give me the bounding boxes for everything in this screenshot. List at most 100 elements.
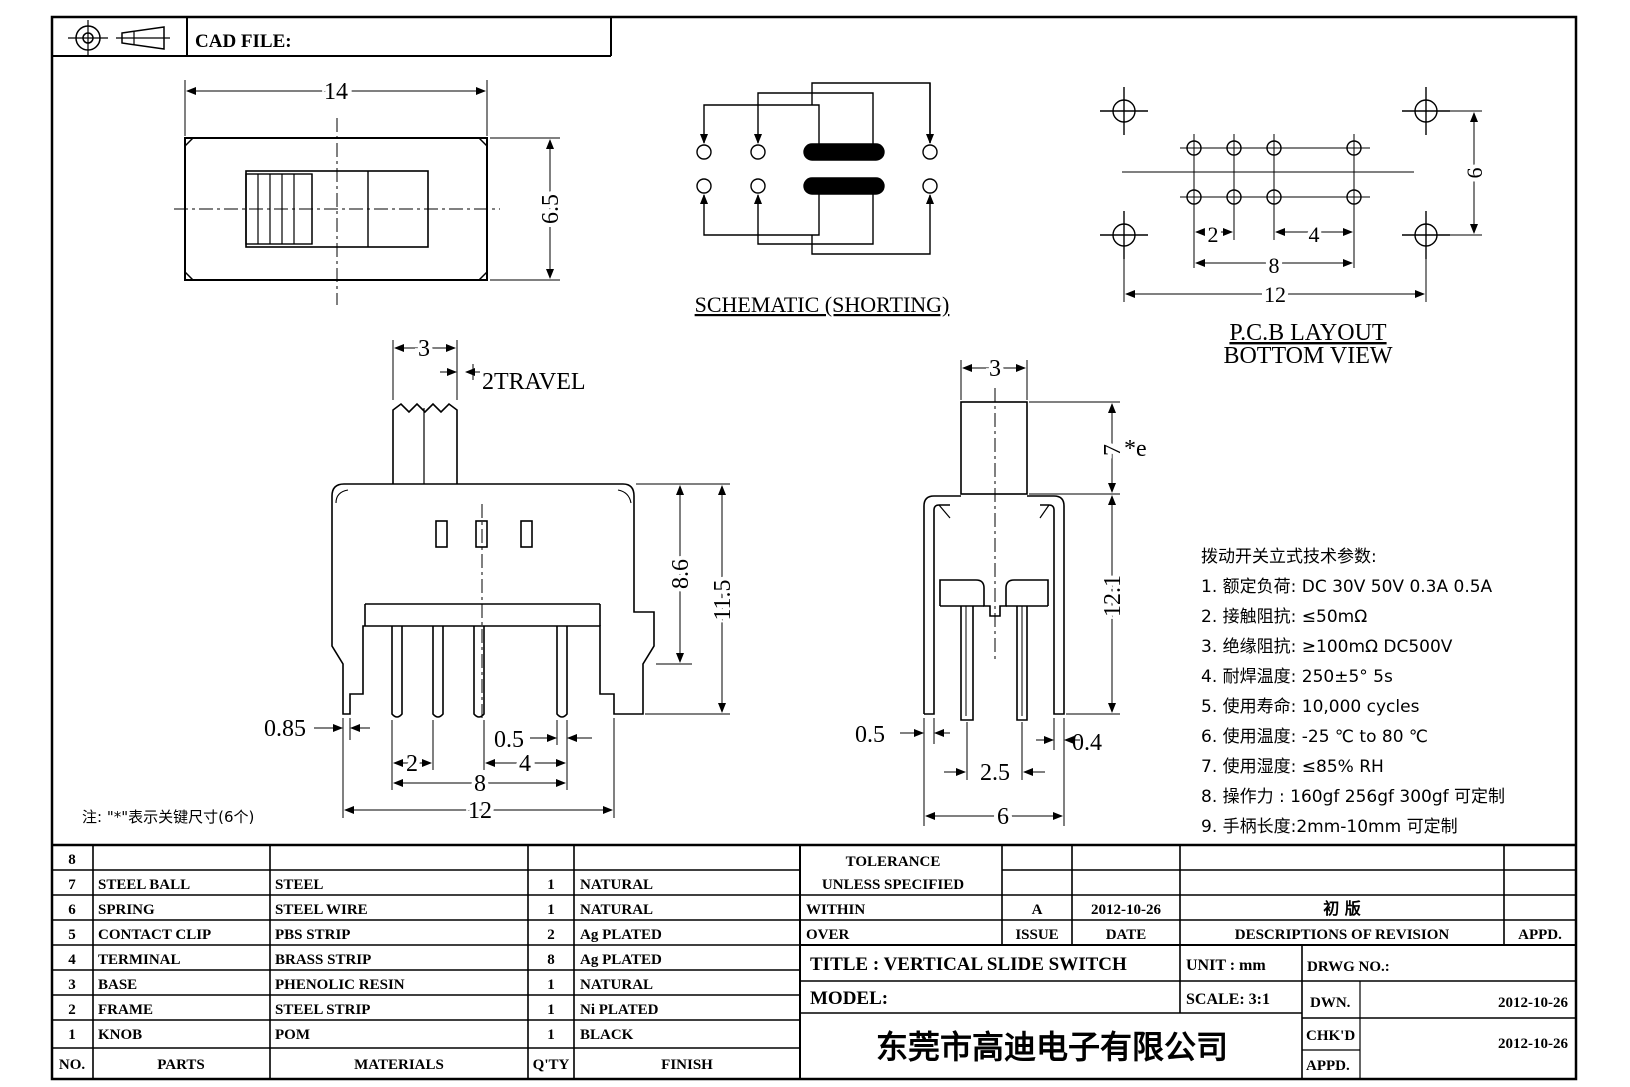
spec-item: 9. 手柄长度:2mm-10mm 可定制 bbox=[1201, 817, 1458, 837]
bom-row-finish: Ni PLATED bbox=[580, 1002, 659, 1018]
dim-side-knob-len: 7 bbox=[1100, 444, 1126, 456]
dim-pcb-height: 6 bbox=[1462, 168, 1487, 179]
spec-item: 6. 使用温度: -25 ℃ to 80 ℃ bbox=[1201, 726, 1428, 747]
dim-pin-05: 0.5 bbox=[494, 727, 524, 753]
bom-header-finish: FINISH bbox=[661, 1057, 713, 1073]
bom-table: 8 7 STEEL BALL STEEL 1 NATURAL 6 SPRING … bbox=[59, 852, 713, 1073]
approved-header: APPD. bbox=[1518, 927, 1562, 943]
bom-row-no: 4 bbox=[68, 952, 76, 968]
title-block: TOLERANCE UNLESS SPECIFIED WITHIN OVER A… bbox=[806, 854, 1568, 1074]
dim-pcb-pitch-2: 2 bbox=[1208, 222, 1219, 247]
bom-row-no: 3 bbox=[68, 977, 76, 993]
bom-row-finish: BLACK bbox=[580, 1027, 634, 1043]
pcb-title-line2: BOTTOM VIEW bbox=[1223, 343, 1392, 369]
spec-heading: 拨动开关立式技术参数: bbox=[1201, 547, 1377, 567]
unit-label: UNIT : mm bbox=[1186, 957, 1266, 974]
bom-row-no: 8 bbox=[68, 852, 76, 868]
dimension-note: 注: "*"表示关键尺寸(6个) bbox=[82, 808, 254, 826]
dim-front-4: 4 bbox=[519, 751, 531, 777]
bom-row-material: POM bbox=[275, 1027, 310, 1043]
drawing-title: TITLE : VERTICAL SLIDE SWITCH bbox=[810, 954, 1127, 975]
revision-date: 2012-10-26 bbox=[1091, 902, 1161, 918]
bom-row-qty: 1 bbox=[547, 902, 555, 918]
bom-row-finish: Ag PLATED bbox=[580, 952, 662, 968]
revision-description-header: DESCRIPTIONS OF REVISION bbox=[1235, 927, 1450, 943]
dim-pcb-span-12: 12 bbox=[1264, 282, 1286, 307]
bom-row-part: STEEL BALL bbox=[98, 877, 190, 893]
bom-row-part: CONTACT CLIP bbox=[98, 927, 211, 943]
dim-top-width: 14 bbox=[324, 79, 348, 105]
bom-row-part: TERMINAL bbox=[98, 952, 181, 968]
bom-row-material: STEEL STRIP bbox=[275, 1002, 370, 1018]
dim-side-height: 12.1 bbox=[1100, 575, 1126, 617]
model-label: MODEL: bbox=[810, 988, 888, 1009]
bom-row-no: 5 bbox=[68, 927, 76, 943]
dim-side-knob-mark: *e bbox=[1124, 436, 1147, 462]
bom-header-materials: MATERIALS bbox=[354, 1057, 444, 1073]
bom-row-qty: 1 bbox=[547, 877, 555, 893]
checked-label: CHK'D bbox=[1306, 1028, 1355, 1044]
spec-item: 1. 额定负荷: DC 30V 50V 0.3A 0.5A bbox=[1201, 577, 1493, 597]
side-view bbox=[900, 360, 1120, 826]
dim-side-6: 6 bbox=[997, 804, 1009, 830]
spec-item: 5. 使用寿命: 10,000 cycles bbox=[1201, 696, 1420, 717]
dim-pcb-pitch-4: 4 bbox=[1309, 222, 1320, 247]
bom-header-no: NO. bbox=[59, 1057, 86, 1073]
spec-item: 4. 耐焊温度: 250±5° 5s bbox=[1201, 667, 1393, 687]
checked-date: 2012-10-26 bbox=[1498, 1036, 1568, 1052]
spec-item: 3. 绝缘阻抗: ≥100mΩ DC500V bbox=[1201, 637, 1453, 657]
bom-row-no: 2 bbox=[68, 1002, 76, 1018]
dim-pcb-span-8: 8 bbox=[1269, 253, 1280, 278]
dim-total-height: 11.5 bbox=[710, 579, 736, 620]
drawn-date: 2012-10-26 bbox=[1498, 995, 1568, 1011]
dim-side-knob: 3 bbox=[989, 356, 1001, 382]
dim-front-8: 8 bbox=[474, 771, 486, 797]
bom-row-part: FRAME bbox=[98, 1002, 153, 1018]
bom-row-finish: Ag PLATED bbox=[580, 927, 662, 943]
bom-row-material: STEEL WIRE bbox=[275, 902, 368, 918]
bom-header-qty: Q'TY bbox=[533, 1057, 570, 1073]
top-view bbox=[174, 80, 560, 305]
dim-pin-085: 0.85 bbox=[264, 716, 306, 742]
dim-side-04: 0.4 bbox=[1072, 730, 1102, 756]
bom-row-part: KNOB bbox=[98, 1027, 142, 1043]
dim-travel: 2TRAVEL bbox=[482, 369, 586, 395]
dim-body-height: 8.6 bbox=[668, 559, 694, 589]
bom-header-parts: PARTS bbox=[157, 1057, 205, 1073]
pcb-layout bbox=[1100, 87, 1482, 302]
bom-row-qty: 8 bbox=[547, 952, 555, 968]
front-view bbox=[314, 340, 730, 818]
bom-row-material: BRASS STRIP bbox=[275, 952, 371, 968]
tolerance-over: OVER bbox=[806, 927, 850, 943]
schematic-title: SCHEMATIC (SHORTING) bbox=[695, 292, 950, 317]
bom-row-material: PBS STRIP bbox=[275, 927, 350, 943]
bom-row-qty: 1 bbox=[547, 977, 555, 993]
dim-top-height: 6.5 bbox=[538, 194, 564, 224]
revision-mark: A bbox=[1032, 902, 1043, 918]
bom-row-qty: 1 bbox=[547, 1027, 555, 1043]
spec-item: 8. 操作力 : 160gf 256gf 300gf 可定制 bbox=[1201, 787, 1505, 807]
pcb-title-line1: P.C.B LAYOUT bbox=[1229, 320, 1386, 346]
cad-file-label: CAD FILE: bbox=[195, 31, 292, 52]
schematic bbox=[696, 82, 938, 255]
company-name: 东莞市高迪电子有限公司 bbox=[876, 1028, 1228, 1066]
bom-row-no: 7 bbox=[68, 877, 76, 893]
bom-row-finish: NATURAL bbox=[580, 877, 653, 893]
bom-row-qty: 1 bbox=[547, 1002, 555, 1018]
projection-symbol-icon bbox=[68, 20, 170, 56]
dim-side-05: 0.5 bbox=[855, 722, 885, 748]
tolerance-unless: UNLESS SPECIFIED bbox=[822, 877, 964, 893]
tolerance-label: TOLERANCE bbox=[846, 854, 941, 870]
bom-row-material: STEEL bbox=[275, 877, 323, 893]
bom-row-material: PHENOLIC RESIN bbox=[275, 977, 405, 993]
bom-row-part: SPRING bbox=[98, 902, 155, 918]
drawing-border bbox=[50, 15, 1578, 1081]
dim-front-2: 2 bbox=[406, 751, 418, 777]
bom-row-finish: NATURAL bbox=[580, 977, 653, 993]
drawing-number-label: DRWG NO.: bbox=[1307, 959, 1390, 975]
bom-row-finish: NATURAL bbox=[580, 902, 653, 918]
spec-item: 7. 使用湿度: ≤85% RH bbox=[1201, 756, 1384, 777]
bom-row-no: 6 bbox=[68, 902, 76, 918]
issue-header: ISSUE bbox=[1015, 927, 1058, 943]
